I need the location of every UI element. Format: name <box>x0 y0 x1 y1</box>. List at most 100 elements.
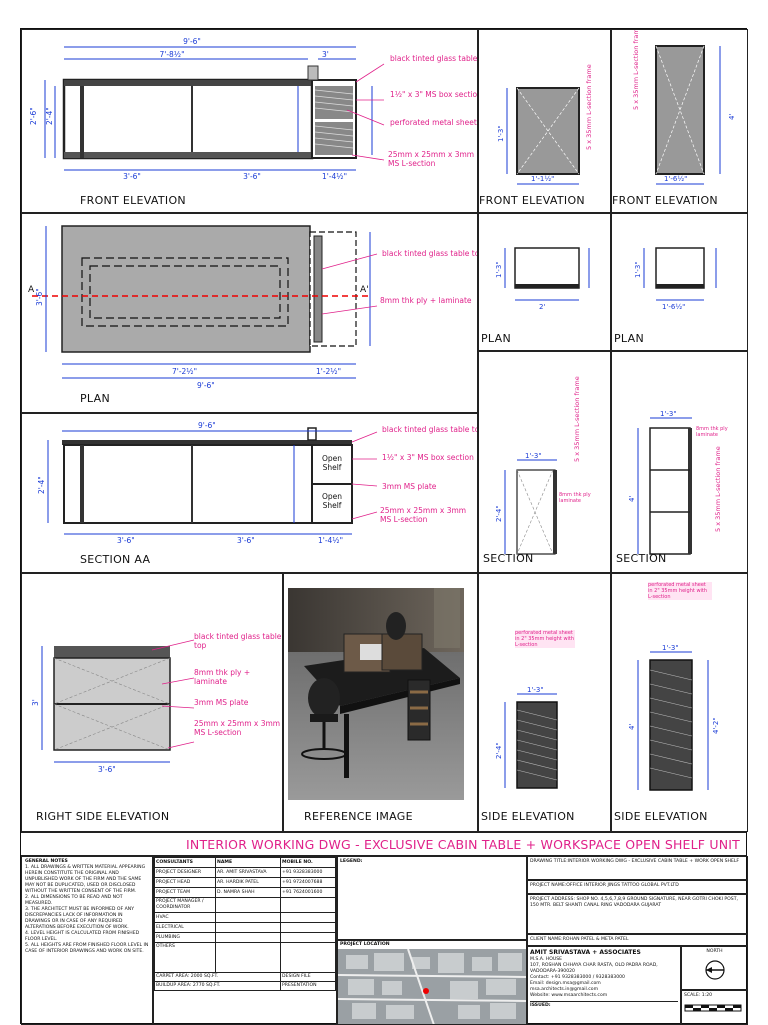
view-title-right-side-elevation: RIGHT SIDE ELEVATION <box>36 810 170 823</box>
plan-b-panel: 1'-6½" 1'-3" PLAN <box>611 213 748 351</box>
issued-label: ISSUED: <box>530 1001 678 1009</box>
plan-a-drawing: 2' 1'-3" <box>495 247 590 311</box>
firm-block: AMIT SRIVASTAVA + ASSOCIATES M.S.A. HOUS… <box>527 946 681 1025</box>
view-title-side-elevation-a: SIDE ELEVATION <box>481 810 575 823</box>
consultant-name: AR. HARDIK PATEL <box>215 877 281 888</box>
consultant-role: ELECTRICAL <box>154 922 216 933</box>
consultant-name: AR. AMIT SRIVASTAVA <box>215 867 281 878</box>
plan-main-drawing: 7'-2½" 1'-2½" 9'-6" 3'-6" A A' black tin… <box>28 225 478 390</box>
note-5: 5. ALL HEIGHTS ARE FROM FINISHED FLOOR L… <box>25 943 149 954</box>
section-aa-panel: 9'-6" 3'-6" 3'-6" 1'-4½" 2'-4" Open Shel… <box>21 413 478 573</box>
plan-b-drawing: 1'-6½" 1'-3" <box>634 247 717 311</box>
dim-rse-h: 3' <box>31 699 40 706</box>
section-a-drawing: 1'-3" 2'-4" 5 x 35mm L-section frame 8mm… <box>495 376 591 555</box>
note-sec-l-section: 25mm x 25mm x 3mm MS L-section <box>380 506 467 524</box>
dim-height: 2'-6" <box>29 107 38 125</box>
consultant-role: PLUMBING <box>154 932 216 943</box>
note-2: 2. ALL DIMENSIONS TO BE READ AND NOT MEA… <box>25 895 123 906</box>
scale-block: SCALE: 1:20 <box>681 990 748 1025</box>
north-arrow-icon <box>704 960 725 980</box>
note-rse-l-section: 25mm x 25mm x 3mm MS L-section <box>194 719 281 737</box>
plan-main-panel: 7'-2½" 1'-2½" 9'-6" 3'-6" A A' black tin… <box>21 213 478 413</box>
drawing-sheet: 9'-6" 7'-8½" 3' 3'-6" 3'-6" 1'-4½" 2'-6"… <box>20 28 748 1025</box>
dim-plan-a-d: 1'-3" <box>495 261 503 278</box>
dim-sec-shelf: 1'-4½" <box>318 536 343 545</box>
project-location-heading: PROJECT LOCATION <box>340 942 390 947</box>
carpet-area: CARPET AREA: 2000 SQ.FT. <box>154 972 281 982</box>
front-elevation-b-panel: 4' 1'-6½" 5 x 35mm L-section frame FRONT… <box>611 29 748 213</box>
general-notes-block: GENERAL NOTES 1. ALL DRAWINGS & WRITTEN … <box>21 856 153 1025</box>
scale-bar-icon <box>684 1004 742 1012</box>
note-l-section: 25mm x 25mm x 3mm MS L-section <box>388 150 475 168</box>
view-title-plan-a: PLAN <box>481 332 511 345</box>
note-plan-glass: black tinted glass table top <box>382 249 478 258</box>
section-b-drawing: 1'-3" 4' 5 x 35mm L-section frame 8mm th… <box>628 410 728 555</box>
dim-sec-b-h: 4' <box>628 496 636 502</box>
note-plan-ply: 8mm thk ply + laminate <box>380 296 472 305</box>
note-rse-glass: black tinted glass table top <box>194 632 282 650</box>
note-l-frame-a: 5 x 35mm L-section frame <box>585 64 593 150</box>
consultant-role: OTHERS <box>154 942 216 973</box>
north-label: NORTH <box>706 949 723 954</box>
client-name-block: CLIENT NAME:ROHAN PATEL & META PATEL <box>527 934 748 946</box>
reference-image-render <box>288 588 464 800</box>
dim-b-w: 1'-6½" <box>664 175 687 183</box>
note-sec-ms-plate: 3mm MS plate <box>382 482 437 491</box>
side-elevation-b-panel: perforated metal sheet in 2" 35mm height… <box>611 573 748 832</box>
open-shelf-label-2: Open Shelf <box>321 492 343 510</box>
note-perforated: perforated metal sheet <box>390 118 477 127</box>
drawing-title-banner: INTERIOR WORKING DWG - EXCLUSIVE CABIN T… <box>21 832 746 856</box>
note-sec-a-ply: 8mm thk ply laminate <box>559 492 591 504</box>
drawing-title: DRAWING TITLE:INTERIOR WORKING DWG - EXC… <box>530 859 740 864</box>
note-glass-top: black tinted glass table top <box>390 54 478 63</box>
north-block: NORTH <box>681 946 748 990</box>
firm-line: Contact: +91 9328383000 / 9328383000 <box>530 975 625 980</box>
firm-line: 107, ROSHAN CHHAYA CHAR RASTA, OLD PADRA… <box>530 963 658 974</box>
legend-block: LEGEND: <box>337 856 527 940</box>
front-elevation-main-panel: 9'-6" 7'-8½" 3' 3'-6" 3'-6" 1'-4½" 2'-6"… <box>21 29 478 213</box>
reference-image-panel: REFERENCE IMAGE <box>283 573 478 832</box>
client-name: CLIENT NAME:ROHAN PATEL & META PATEL <box>530 937 629 942</box>
dim-sec-overall: 9'-6" <box>198 421 216 430</box>
dim-plan-b-w: 1'-6½" <box>662 303 685 311</box>
view-title-section-aa: SECTION AA <box>80 553 151 566</box>
scale-label: SCALE: 1:20 <box>684 993 713 998</box>
firm-line: Email: design.msa@gmail.com <box>530 981 601 986</box>
view-title-plan-b: PLAN <box>614 332 644 345</box>
dim-plan-overall: 9'-6" <box>197 381 215 390</box>
dim-height-2: 2'-4" <box>45 107 54 125</box>
project-address-block: PROJECT ADDRESS: SHOP NO. 4,5,6,7,8,9 GR… <box>527 894 748 934</box>
side-elevation-a-drawing: perforated metal sheet in 2" 35mm height… <box>495 630 575 789</box>
dim-a-w: 1'-1½" <box>531 175 554 183</box>
dim-overall: 9'-6" <box>183 37 201 46</box>
side-elevation-b-drawing: perforated metal sheet in 2" 35mm height… <box>628 582 720 791</box>
buildup-area: BUILDUP AREA: 2770 SQ.FT. <box>154 981 281 991</box>
consultants-heading: CONSULTANTS <box>154 857 216 868</box>
design-file: DESIGN FILE <box>280 972 336 982</box>
dim-sec-bay-1: 3'-6" <box>117 536 135 545</box>
firm-line: msa.architects.in@gmail.com <box>530 987 599 992</box>
note-sec-b-ply: 8mm thk ply laminate <box>696 426 728 438</box>
mobile-heading: MOBILE NO. <box>280 857 336 868</box>
note-sec-b-frame: 5 x 35mm L-section frame <box>714 446 722 532</box>
view-title-front-elevation-b: FRONT ELEVATION <box>612 194 718 207</box>
dim-rse-w: 3'-6" <box>98 765 116 774</box>
dim-b-h: 4' <box>728 114 736 120</box>
firm-line: M.S.A. HOUSE <box>530 957 563 962</box>
consultant-name: D. NAMRA SHAH <box>215 887 281 898</box>
firm-name: AMIT SRIVASTAVA + ASSOCIATES <box>530 949 641 956</box>
section-b-panel: 1'-3" 4' 5 x 35mm L-section frame 8mm th… <box>611 351 748 573</box>
consultant-mobile: +91 9724007688 <box>280 877 336 888</box>
plan-a-panel: 2' 1'-3" PLAN <box>478 213 611 351</box>
dim-shelf: 1'-4½" <box>322 172 347 181</box>
note-3: 3. THE ARCHITECT MUST BE INFORMED OF ANY… <box>25 907 135 930</box>
side-elevation-a-panel: perforated metal sheet in 2" 35mm height… <box>478 573 611 832</box>
section-a-panel: 1'-3" 2'-4" 5 x 35mm L-section frame 8mm… <box>478 351 611 573</box>
view-title-front-elevation-main: FRONT ELEVATION <box>80 194 186 207</box>
note-rse-plate: 3mm MS plate <box>194 698 249 707</box>
dim-inner: 7'-8½" <box>159 50 184 59</box>
dim-plan-side: 1'-2½" <box>316 367 341 376</box>
front-elevation-main-drawing: 9'-6" 7'-8½" 3' 3'-6" 3'-6" 1'-4½" 2'-6"… <box>29 37 478 181</box>
note-4: 4. LEVEL HEIGHT IS CALCULATED FROM FINIS… <box>25 931 140 942</box>
section-marker-a2: A' <box>360 285 369 295</box>
